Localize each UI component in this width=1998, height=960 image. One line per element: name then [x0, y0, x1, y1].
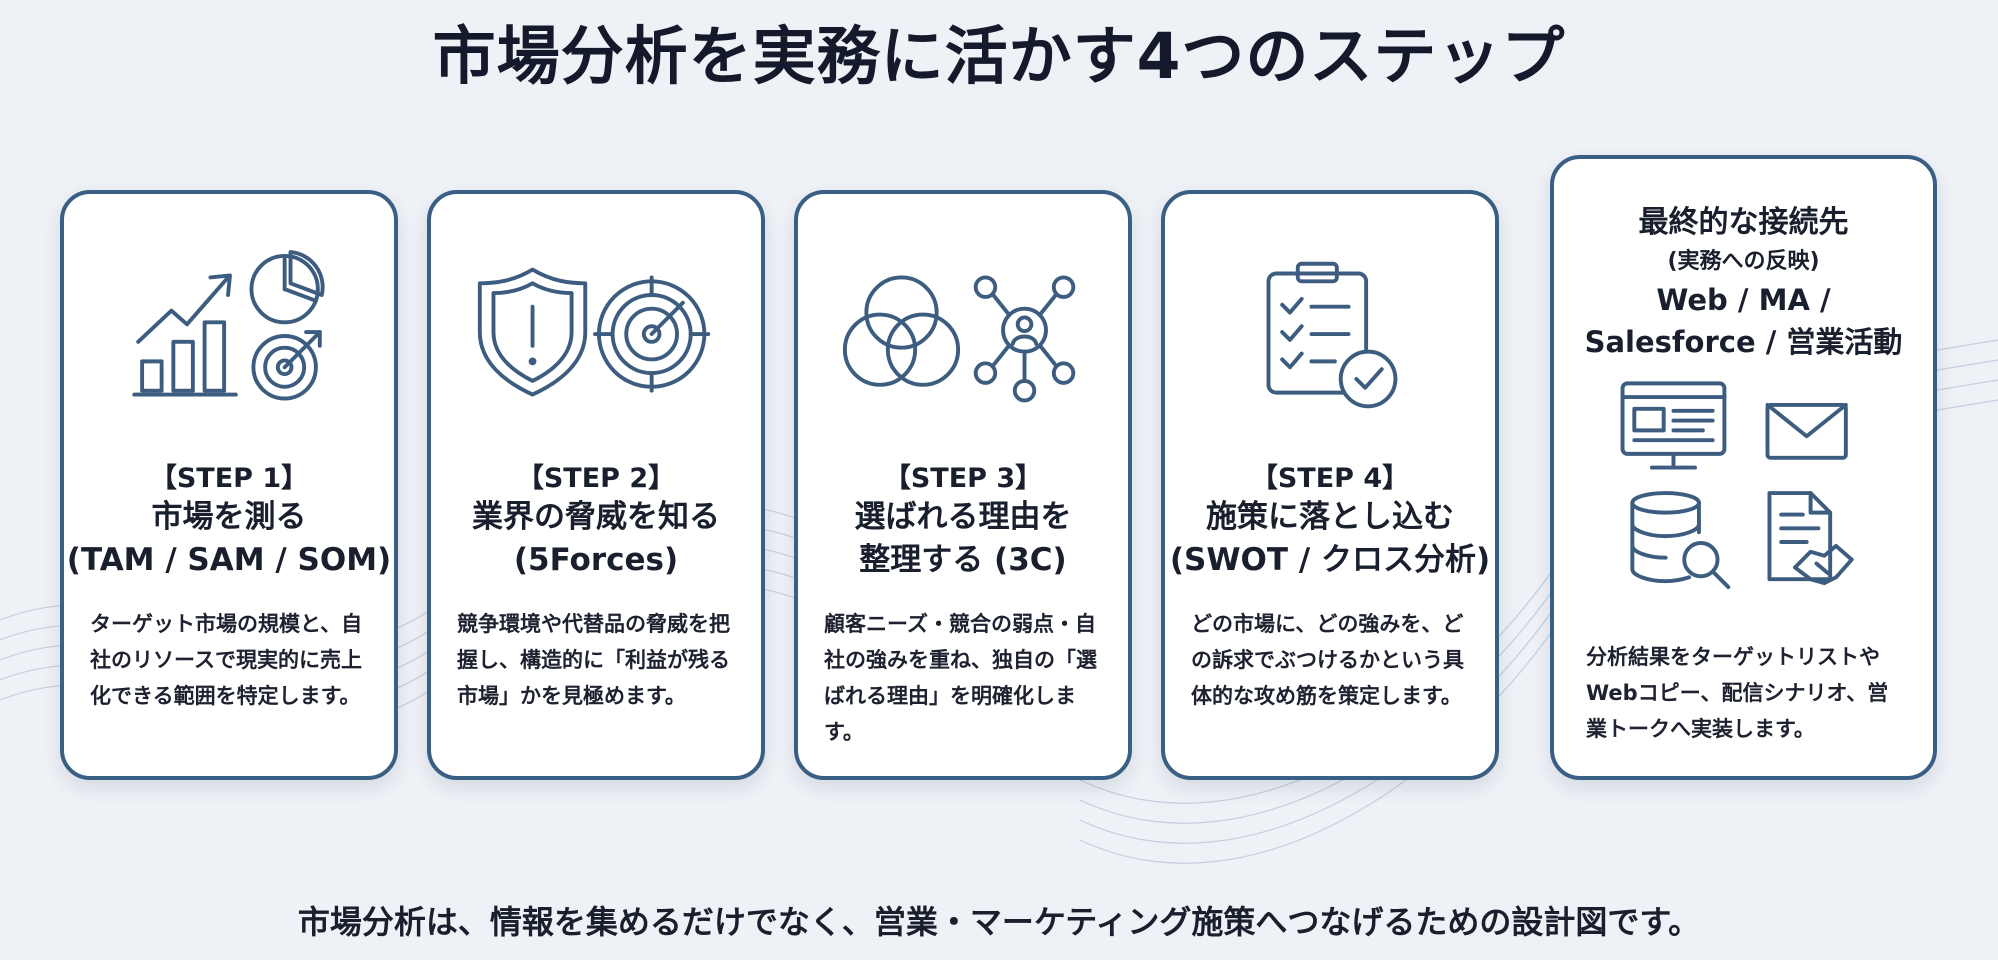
step-1-title: 市場を測る (TAM / SAM / SOM) [64, 496, 394, 582]
final-title-line-2: (実務への反映) [1667, 249, 1820, 274]
final-title-line-4: Salesforce / 営業活動 [1584, 325, 1903, 359]
step-1-label: 【STEP 1】 [149, 463, 309, 494]
step-4-title: 施策に落とし込む (SWOT / クロス分析) [1165, 496, 1495, 582]
step-3-label: 【STEP 3】 [883, 463, 1043, 494]
step-1-title-line-1: 市場を測る [151, 499, 307, 535]
step-3-card: 【STEP 3】 選ばれる理由を 整理する (3C) 顧客ニーズ・競合の弱点・自… [794, 190, 1132, 780]
step-1-icons [132, 250, 325, 401]
web-browser-icon [1620, 381, 1727, 470]
network-people-icon [973, 275, 1076, 403]
final-icons [1620, 381, 1854, 590]
growth-chart-icon [132, 273, 238, 397]
final-title-line-1: 最終的な接続先 [1638, 205, 1849, 240]
step-2-title-line-2: (5Forces) [513, 542, 679, 578]
final-destination-card: 最終的な接続先 (実務への反映) Web / MA / Salesforce /… [1550, 155, 1937, 780]
document-handshake-icon [1767, 491, 1854, 586]
step-3-title: 選ばれる理由を 整理する (3C) [798, 496, 1128, 582]
pie-chart-icon [249, 250, 325, 325]
step-1-title-line-2: (TAM / SAM / SOM) [66, 542, 392, 578]
step-4-description: どの市場に、どの強みを、どの訴求でぶつけるかという具体的な攻め筋を策定します。 [1191, 612, 1464, 708]
target-icon [251, 330, 322, 401]
venn-diagram-icon [842, 275, 961, 387]
final-description: 分析結果をターゲットリストやWebコピー、配信シナリオ、営業トークへ実装します。 [1586, 645, 1889, 741]
step-3-icons [842, 275, 1076, 403]
page-title: 市場分析を実務に活かす4つのステップ [432, 20, 1566, 93]
step-3-title-line-2: 整理する (3C) [859, 542, 1067, 578]
step-2-title-line-1: 業界の脅威を知る [472, 499, 720, 535]
footer-summary: 市場分析は、情報を集めるだけでなく、営業・マーケティング施策へつなげるための設計… [297, 903, 1701, 941]
step-3-title-line-1: 選ばれる理由を [854, 499, 1072, 535]
step-2-title: 業界の脅威を知る (5Forces) [431, 496, 761, 582]
clipboard-checklist-icon [1266, 261, 1398, 409]
step-4-title-line-2: (SWOT / クロス分析) [1169, 542, 1491, 578]
step-2-card: 【STEP 2】 業界の脅威を知る (5Forces) 競争環境や代替品の脅威を… [427, 190, 765, 780]
final-title-line-3: Web / MA / [1656, 283, 1831, 317]
step-1-card: 【STEP 1】 市場を測る (TAM / SAM / SOM) ターゲット市場… [60, 190, 398, 780]
step-1-description: ターゲット市場の規模と、自社のリソースで現実的に売上化できる範囲を特定します。 [90, 612, 363, 708]
step-4-card: 【STEP 4】 施策に落とし込む (SWOT / クロス分析) どの市場に、ど… [1161, 190, 1499, 780]
final-title: 最終的な接続先 (実務への反映) Web / MA / Salesforce /… [1554, 201, 1933, 363]
step-2-icons [477, 267, 711, 397]
mail-icon [1765, 402, 1848, 460]
shield-alert-icon [477, 267, 588, 397]
step-3-description: 顧客ニーズ・競合の弱点・自社の強みを重ね、独自の「選ばれる理由」を明確化します。 [824, 612, 1097, 744]
database-search-icon [1630, 491, 1731, 590]
step-4-label: 【STEP 4】 [1250, 463, 1410, 494]
radar-icon [593, 275, 711, 393]
step-2-label: 【STEP 2】 [516, 463, 676, 494]
step-4-title-line-1: 施策に落とし込む [1206, 499, 1454, 535]
step-4-icons [1266, 261, 1398, 409]
step-2-description: 競争環境や代替品の脅威を把握し、構造的に「利益が残る市場」かを見極めます。 [457, 612, 730, 708]
